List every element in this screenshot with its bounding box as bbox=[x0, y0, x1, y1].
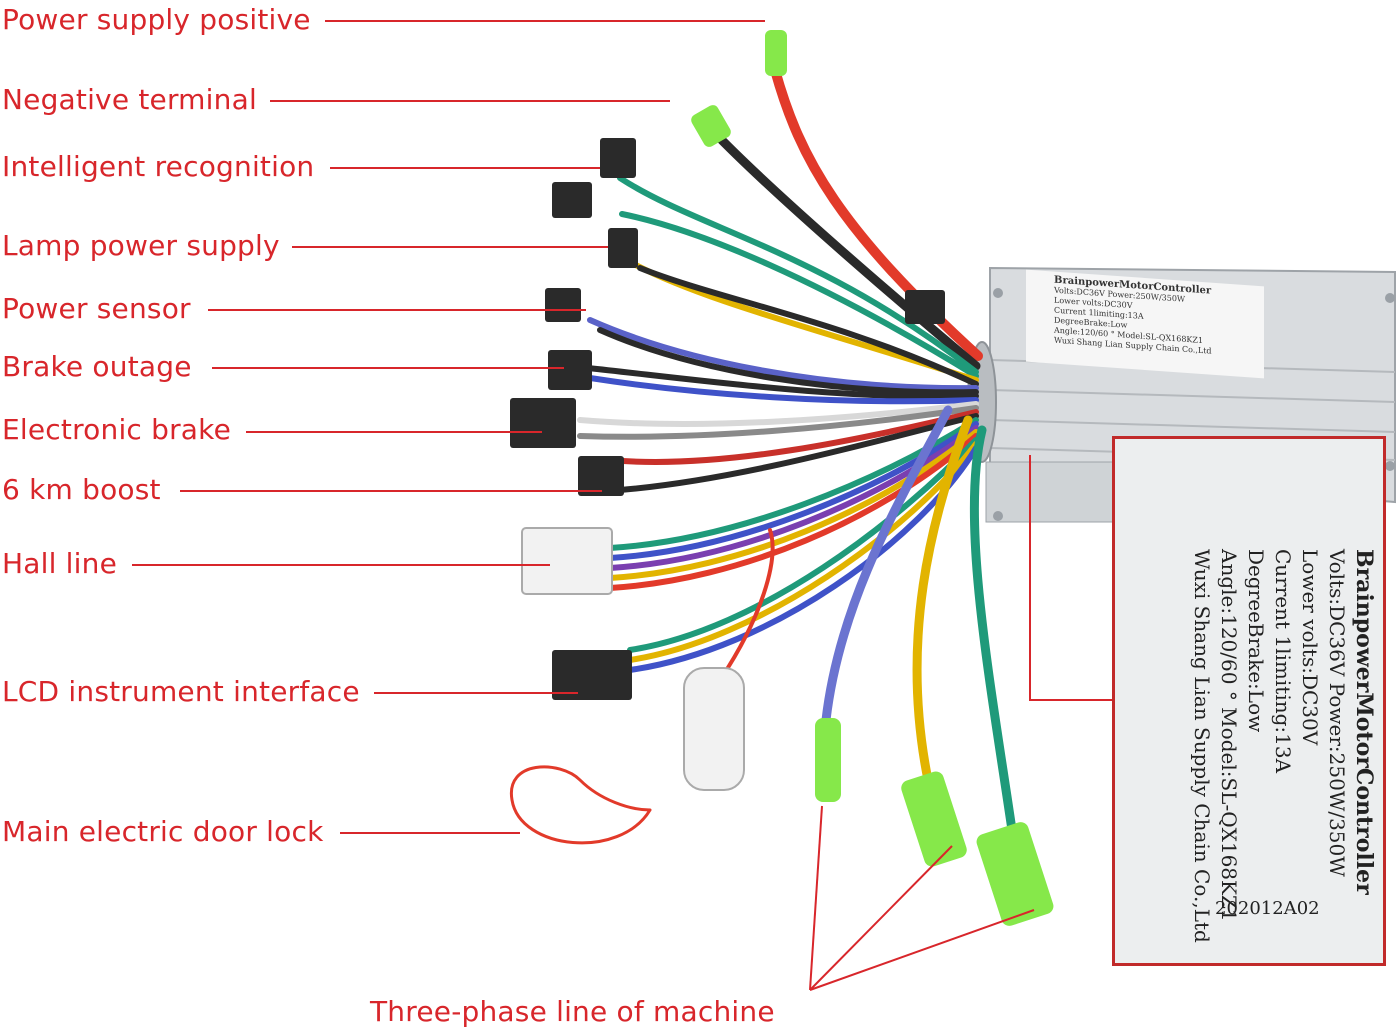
callout-electronic-brake: Electronic brake bbox=[2, 413, 232, 446]
boost-wire-red bbox=[607, 409, 979, 465]
hall-wire-yellow bbox=[607, 429, 979, 581]
phase-pointer-2 bbox=[809, 845, 953, 991]
hall-wire-red bbox=[607, 433, 979, 591]
connector-ebrake bbox=[510, 398, 576, 448]
callout-power-supply-positive: Power supply positive bbox=[2, 3, 311, 36]
zoom-label-maker: Wuxi Shang Lian Supply Chain Co.,Ltd bbox=[1190, 549, 1214, 943]
connector-hall bbox=[521, 527, 613, 595]
callout-negative-terminal: Negative terminal bbox=[2, 83, 257, 116]
callout-hall-line: Hall line bbox=[2, 547, 118, 580]
connector-lcd bbox=[552, 650, 632, 700]
connector-sensor bbox=[545, 288, 581, 322]
green-recognition-wire bbox=[617, 175, 979, 375]
ebrake-wire-white bbox=[577, 401, 979, 427]
callout-brake-outage: Brake outage bbox=[2, 350, 192, 383]
zoom-label-volts: Volts:DC36V Power:250W/350W bbox=[1325, 549, 1349, 877]
sensor-wire-black bbox=[597, 327, 979, 396]
phase-wire-yellow bbox=[912, 415, 973, 785]
terminal-phase-2 bbox=[901, 771, 967, 867]
terminal-negative bbox=[691, 105, 731, 147]
callout-lamp-power-supply: Lamp power supply bbox=[2, 229, 280, 262]
callout-lcd-instrument-interface: LCD instrument interface bbox=[2, 675, 360, 708]
zoom-label-title: BrainpowerMotorController bbox=[1351, 549, 1377, 895]
callout-main-electric-door-lock: Main electric door lock bbox=[2, 815, 324, 848]
phase-wire-green bbox=[969, 425, 1017, 835]
hall-wire-purple bbox=[607, 425, 979, 571]
leader-6km-boost bbox=[180, 490, 602, 492]
brake-wire-blue bbox=[587, 375, 979, 405]
zoom-label-serial: 202012A02 bbox=[1215, 898, 1320, 919]
phase-wire-blue bbox=[821, 405, 953, 725]
terminal-positive bbox=[765, 30, 787, 76]
lamp-wire-black bbox=[637, 265, 979, 387]
leader-intelligent-recognition bbox=[330, 167, 600, 169]
connector-controller-top bbox=[905, 290, 945, 324]
phase-pointer-3 bbox=[809, 909, 1035, 991]
leader-negative-terminal bbox=[270, 100, 670, 102]
black-negative-wire bbox=[707, 125, 981, 371]
leader-brake-outage bbox=[212, 367, 564, 369]
phase-pointer-1 bbox=[809, 805, 823, 991]
leader-power-supply-positive bbox=[325, 20, 765, 22]
leader-power-sensor bbox=[208, 309, 586, 311]
green-recognition-wire-2 bbox=[619, 211, 979, 379]
lock-loop bbox=[509, 765, 652, 845]
label-connector bbox=[1029, 455, 1112, 701]
terminal-phase-1 bbox=[815, 718, 841, 802]
sensor-wire-blue bbox=[587, 317, 979, 392]
connector-lamp bbox=[608, 228, 638, 268]
leader-hall-line bbox=[132, 564, 550, 566]
terminals bbox=[691, 30, 1054, 926]
leader-lcd-instrument-interface bbox=[374, 692, 578, 694]
callout-three-phase-line: Three-phase line of machine bbox=[370, 995, 775, 1028]
leader-main-electric-door-lock bbox=[340, 832, 520, 834]
connector-recognition-2 bbox=[552, 182, 592, 218]
lock-wire-red bbox=[718, 528, 775, 682]
leader-lamp-power-supply bbox=[292, 246, 608, 248]
connectors bbox=[510, 138, 945, 791]
connector-brake bbox=[548, 350, 592, 390]
ebrake-wire-grey bbox=[577, 405, 979, 440]
brake-wire-black bbox=[585, 365, 979, 400]
leader-electronic-brake bbox=[246, 431, 542, 433]
controller-label-zoom: BrainpowerMotorController Volts:DC36V Po… bbox=[1112, 436, 1386, 966]
callout-6km-boost: 6 km boost bbox=[2, 473, 161, 506]
terminal-phase-3 bbox=[976, 822, 1054, 926]
lcd-wire-green bbox=[627, 437, 979, 653]
callout-intelligent-recognition: Intelligent recognition bbox=[2, 150, 315, 183]
connector-door-lock bbox=[683, 667, 745, 791]
connector-boost bbox=[578, 456, 624, 496]
controller-small-label: BrainpowerMotorController Volts:DC36V Po… bbox=[1026, 269, 1264, 379]
connector-recognition bbox=[600, 138, 636, 178]
callout-power-sensor: Power sensor bbox=[2, 292, 191, 325]
hall-wire-blue bbox=[607, 421, 979, 561]
hall-wire-green bbox=[607, 417, 979, 551]
